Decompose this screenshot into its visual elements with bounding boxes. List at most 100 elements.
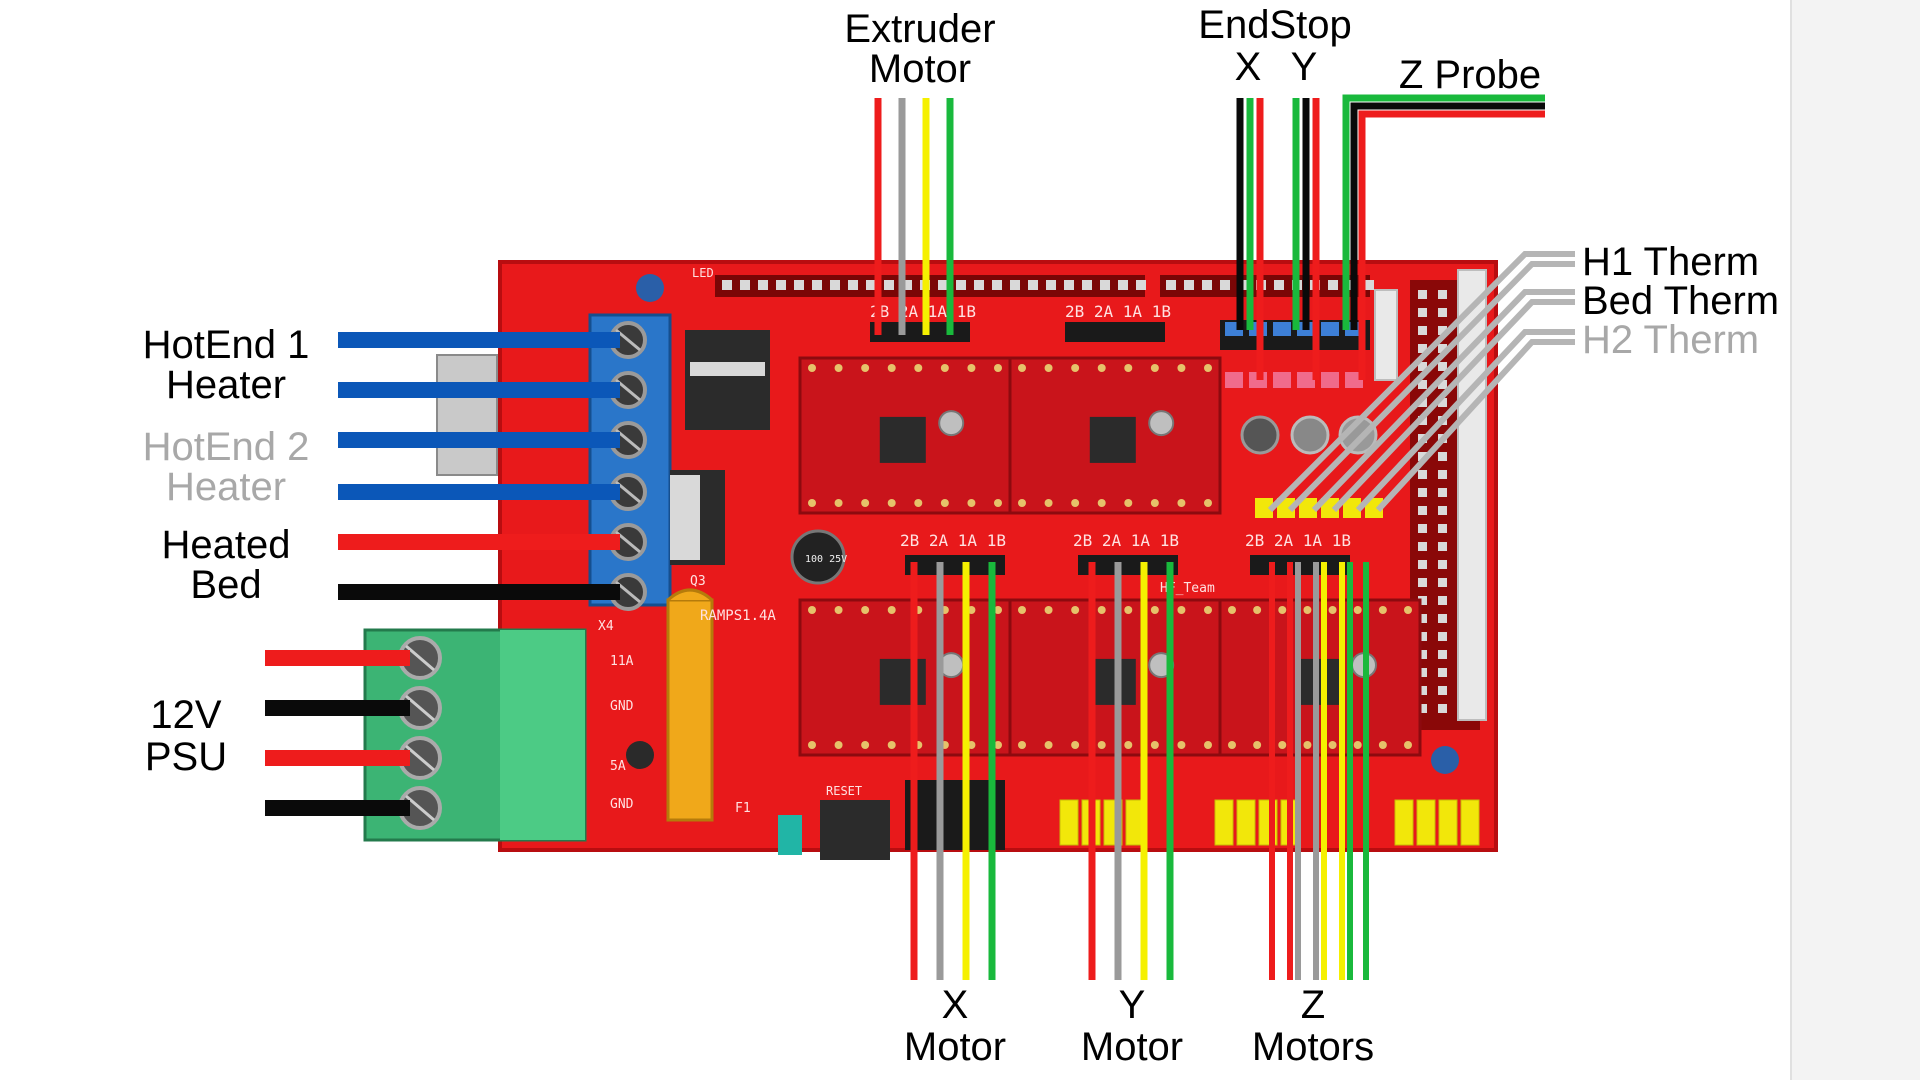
header-pin bbox=[812, 280, 822, 290]
endstop-pin-pink bbox=[1297, 372, 1315, 388]
capacitor-c6 bbox=[790, 529, 846, 585]
header-pin bbox=[1274, 280, 1284, 290]
capacitor bbox=[1338, 415, 1378, 455]
driver-pad bbox=[1177, 606, 1186, 614]
driver-pad bbox=[1204, 364, 1212, 372]
driver-pad bbox=[1228, 606, 1236, 614]
wire-therm-0-a bbox=[1267, 251, 1575, 513]
endstop-pin-pink bbox=[1321, 372, 1339, 388]
header-pin bbox=[1438, 668, 1447, 677]
board-x4: X4 bbox=[598, 619, 614, 634]
driver-pad bbox=[994, 499, 1002, 507]
label-endstop: EndStop bbox=[1198, 3, 1351, 47]
x-driver-header bbox=[905, 555, 1005, 575]
driver-pad bbox=[834, 364, 843, 372]
header-pin bbox=[1328, 280, 1338, 290]
header-pin bbox=[794, 280, 804, 290]
wire-zprobe-green bbox=[1342, 94, 1545, 330]
right-side-bar bbox=[1790, 0, 1920, 1080]
mosfet-q3-tab bbox=[670, 475, 700, 560]
header-pin bbox=[1438, 398, 1447, 407]
header-pin bbox=[1418, 362, 1427, 371]
driver-pad bbox=[1044, 499, 1053, 507]
header-pin bbox=[902, 280, 912, 290]
driver-pad bbox=[834, 606, 843, 614]
labels: HotEnd 1 Heater HotEnd 2 Heater Heated B… bbox=[143, 3, 1780, 1069]
e1-driver-header bbox=[1065, 322, 1165, 342]
capacitor bbox=[1290, 415, 1330, 455]
right-header-pins bbox=[1418, 290, 1447, 713]
driver-pad bbox=[994, 364, 1002, 372]
header-pin bbox=[1184, 280, 1194, 290]
label-zmotors-line2: Motors bbox=[1252, 1025, 1374, 1069]
therm-header-pin bbox=[1365, 498, 1383, 518]
heatsink bbox=[436, 354, 498, 476]
bottom-yellow-pin bbox=[1438, 799, 1458, 846]
header-pin bbox=[1418, 560, 1427, 569]
header-pin bbox=[1418, 650, 1427, 659]
endstop-pin-blue bbox=[1321, 322, 1339, 336]
header-pin bbox=[1418, 326, 1427, 335]
driver-pad bbox=[1097, 364, 1106, 372]
driver-pad bbox=[1071, 364, 1080, 372]
driver-pad bbox=[1097, 741, 1106, 749]
header-pin bbox=[1438, 290, 1447, 299]
driver-pad bbox=[1404, 741, 1412, 749]
pin-label-y: 2B 2A 1A 1B bbox=[1073, 531, 1179, 550]
header-pin bbox=[1418, 578, 1427, 587]
driver-pad bbox=[1124, 499, 1133, 507]
driver-pad bbox=[1328, 606, 1337, 614]
driver-pad bbox=[1378, 741, 1387, 749]
driver-pad bbox=[1071, 499, 1080, 507]
therm-header-pin bbox=[1343, 498, 1361, 518]
header-pin bbox=[1438, 362, 1447, 371]
pin-label-e1: 2B 2A 1A 1B bbox=[1065, 302, 1171, 321]
driver-pad bbox=[1018, 741, 1026, 749]
driver-pad bbox=[1253, 741, 1262, 749]
capacitor bbox=[1240, 415, 1280, 455]
bottom-yellow-pin bbox=[1460, 799, 1480, 846]
wire-therm-2-a bbox=[1355, 329, 1575, 513]
driver-pad bbox=[861, 606, 870, 614]
driver-pad bbox=[1253, 606, 1262, 614]
wire-zprobe-black bbox=[1350, 102, 1545, 330]
driver-pad bbox=[1177, 364, 1186, 372]
driver-pad bbox=[834, 741, 843, 749]
psu-screw-slot bbox=[405, 794, 435, 822]
endstop-pin-pink bbox=[1225, 372, 1243, 388]
label-endstop-y: Y bbox=[1291, 45, 1318, 89]
driver-pad bbox=[1044, 741, 1053, 749]
label-ymotor-line2: Motor bbox=[1081, 1025, 1183, 1069]
driver-pad bbox=[1404, 606, 1412, 614]
header-pin bbox=[866, 280, 876, 290]
driver-pad bbox=[1177, 741, 1186, 749]
header-pin bbox=[1438, 452, 1447, 461]
psu-screw-slot bbox=[405, 744, 435, 772]
label-hotend2-line2: Heater bbox=[166, 465, 286, 509]
header-pin bbox=[938, 280, 948, 290]
small-white-connector bbox=[1374, 289, 1398, 381]
driver-pad bbox=[1378, 606, 1387, 614]
reset-button bbox=[820, 800, 890, 860]
driver-pad bbox=[887, 606, 896, 614]
polyfuse-f2 bbox=[666, 598, 714, 822]
driver-pad bbox=[808, 606, 816, 614]
driver-pad bbox=[887, 741, 896, 749]
label-zprobe: Z Probe bbox=[1399, 53, 1541, 97]
header-pin bbox=[1438, 542, 1447, 551]
label-zmotors-line1: Z bbox=[1301, 983, 1325, 1027]
driver-pad bbox=[1278, 741, 1287, 749]
driver-pad bbox=[967, 499, 976, 507]
label-bedtherm: Bed Therm bbox=[1582, 279, 1779, 323]
pin-label-x: 2B 2A 1A 1B bbox=[900, 531, 1006, 550]
label-hotend2-line1: HotEnd 2 bbox=[143, 425, 310, 469]
wire-therm-1-a bbox=[1311, 289, 1575, 513]
header-pin bbox=[1418, 470, 1427, 479]
driver-pad bbox=[808, 364, 816, 372]
header-pin bbox=[1438, 632, 1447, 641]
header-pin bbox=[1418, 344, 1427, 353]
header-pin bbox=[1438, 308, 1447, 317]
driver-pad bbox=[940, 499, 949, 507]
header-pin bbox=[1438, 614, 1447, 623]
